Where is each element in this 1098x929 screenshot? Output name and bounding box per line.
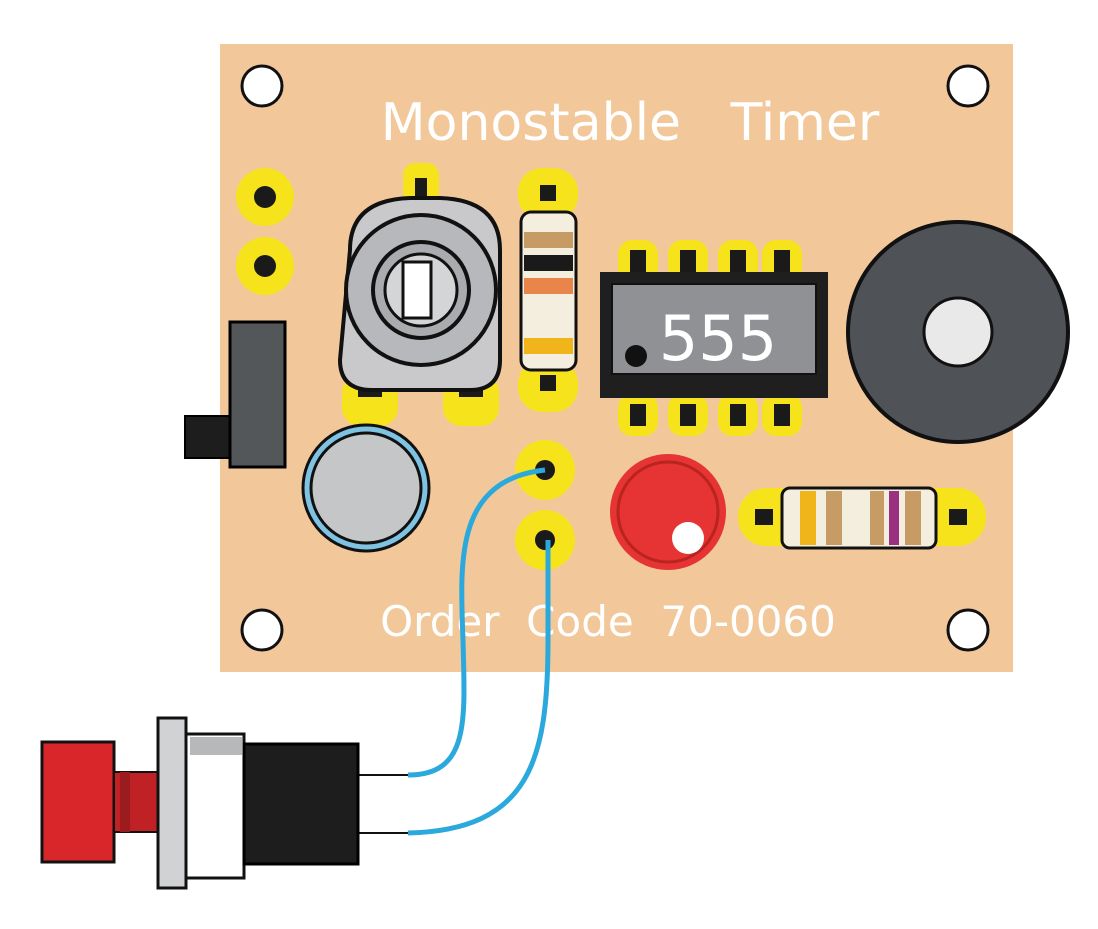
ic-555: 555 <box>600 240 828 436</box>
capacitor <box>301 423 431 553</box>
button-wires <box>358 467 551 836</box>
slide-switch <box>184 320 287 469</box>
resistor-horizontal <box>738 486 986 550</box>
ic-label: 555 <box>659 302 777 375</box>
mounting-hole-top-right <box>946 64 990 108</box>
red-led <box>610 454 726 570</box>
trimmer-potentiometer <box>337 163 502 426</box>
mounting-hole-bottom-right <box>946 608 990 652</box>
piezo-buzzer <box>846 220 1070 444</box>
board-title: Monostable Timer <box>381 93 880 153</box>
order-code-label: Order Code 70-0060 <box>380 597 836 646</box>
resistor-vertical <box>518 168 578 412</box>
header-pads <box>236 168 294 295</box>
mounting-hole-top-left <box>240 64 284 108</box>
push-button <box>40 716 360 890</box>
mounting-hole-bottom-left <box>240 608 284 652</box>
